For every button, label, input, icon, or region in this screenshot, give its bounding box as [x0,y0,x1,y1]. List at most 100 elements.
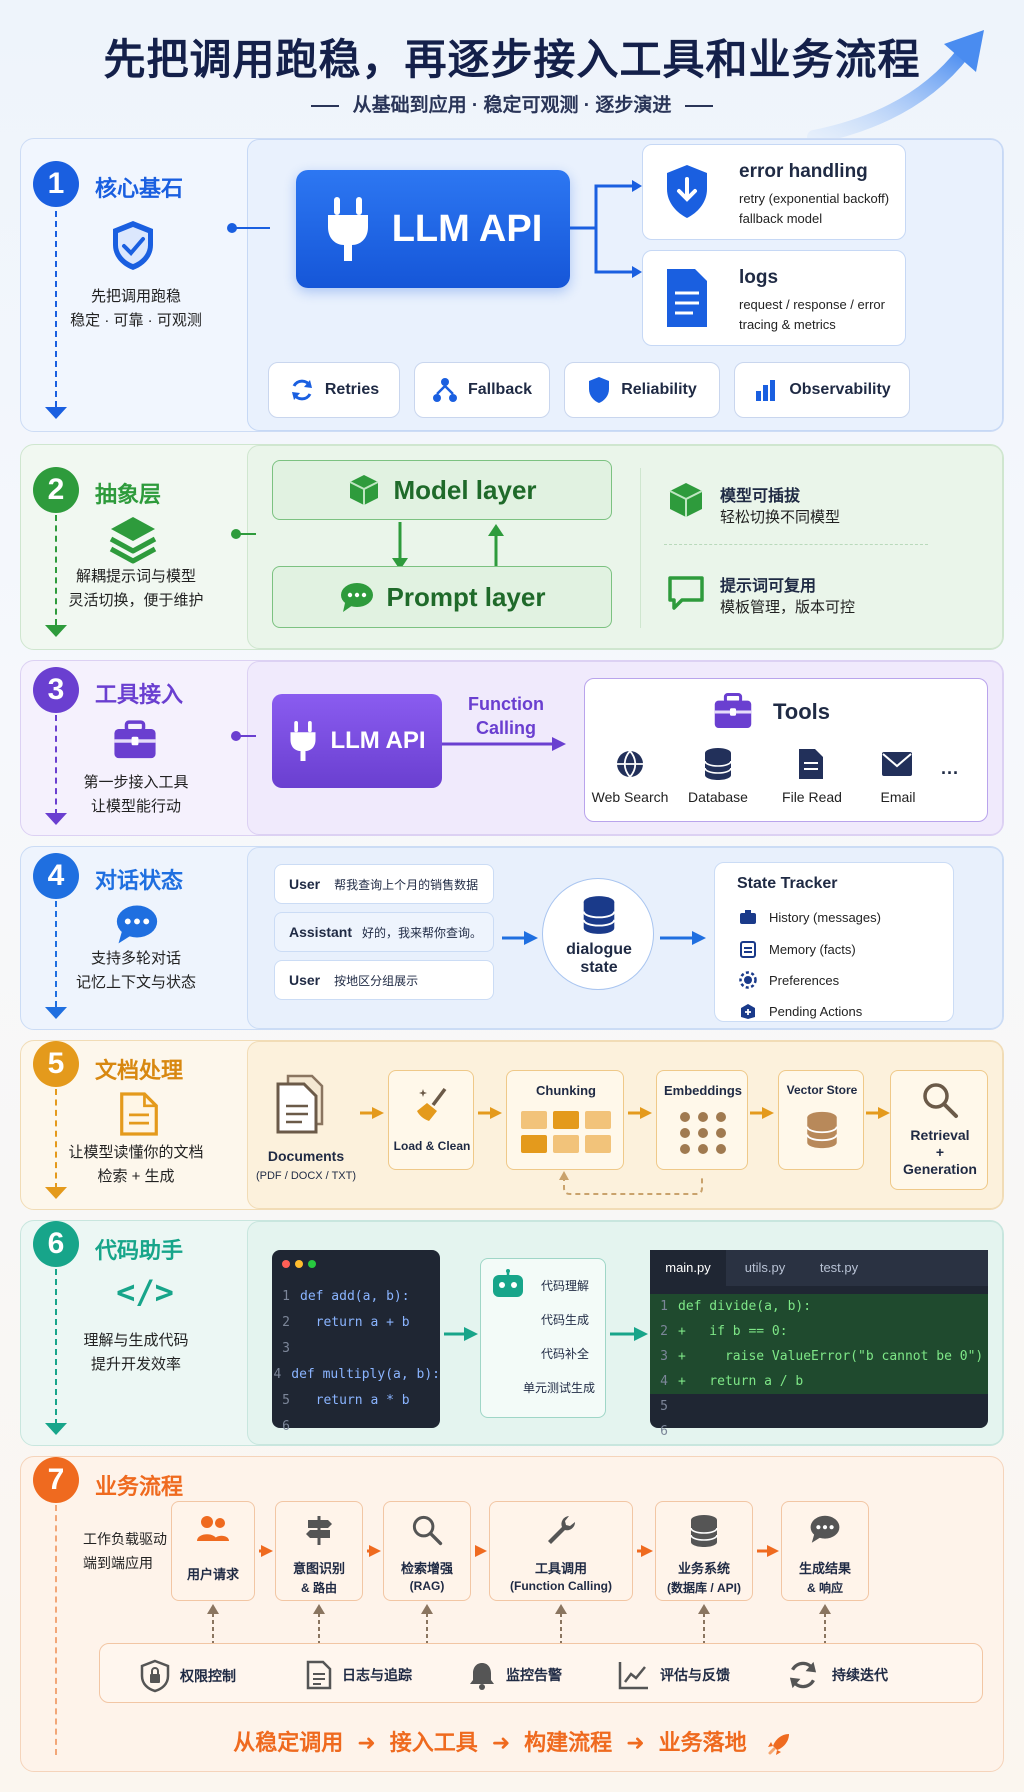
code-line: 6 [660,1424,668,1439]
llm-api-block[interactable]: LLM API [296,170,570,288]
section-number: 4 [33,853,79,899]
flow-step-sublabel: (数据库 / API) [667,1581,741,1595]
model-layer-box[interactable]: Model layer [272,460,612,520]
tools-more[interactable]: ··· [941,763,959,783]
message-row[interactable]: User 帮我查询上个月的销售数据 [274,864,494,904]
section-title: 业务流程 [95,1474,184,1499]
code-brackets-icon: </> [116,1273,174,1311]
section-number: 3 [33,667,79,713]
state-tracker-title: State Tracker [737,875,838,892]
section-desc-1: 工作负载驱动 [83,1531,167,1547]
vector-store-card[interactable]: Vector Store [778,1070,864,1170]
section-title: 工具接入 [95,682,184,707]
tool-web-search[interactable]: Web Search [591,789,669,805]
section-business: 7 业务流程 工作负载驱动端到端应用 用户请求意图识别& 路由检索增强(RAG)… [20,1456,1004,1772]
bar-item-evaluation[interactable]: 评估与反馈 [618,1660,730,1690]
signpost-icon [276,1514,362,1550]
flow-step[interactable]: 业务系统 (数据库 / API) [655,1501,753,1601]
window-dots [282,1260,316,1268]
tab-test[interactable]: test.py [819,1260,859,1275]
arrow-right [475,1545,487,1557]
message-row[interactable]: Assistant 好的，我来帮你查询。 [274,912,494,952]
preferences-icon [739,971,757,989]
flow-step-label: 业务系统 [677,1561,730,1576]
arrow-right [660,931,706,945]
tool-database[interactable]: Database [688,789,748,805]
pill-observability[interactable]: Observability [734,362,910,418]
documents-formats: (PDF / DOCX / TXT) [255,1170,357,1182]
llm-api-purple-block[interactable]: LLM API [272,694,442,788]
pill-reliability[interactable]: Reliability [564,362,720,418]
tab-main[interactable]: main.py [650,1250,726,1286]
error-title: error handling [739,161,868,182]
section-number: 1 [33,161,79,207]
arrow-right [367,1545,381,1557]
code-line: 4+ return a / b [650,1369,988,1394]
section-documents: 5 文档处理 让模型读懂你的文档检索 + 生成 Documents (PDF /… [20,1040,1004,1210]
refresh-icon [789,1661,817,1689]
bar-item-alerting[interactable]: 监控告警 [468,1660,562,1690]
bar-item-permission[interactable]: 权限控制 [140,1659,236,1693]
prompt-layer-box[interactable]: Prompt layer [272,566,612,628]
broom-icon [417,1087,447,1121]
flow-step[interactable]: 工具调用(Function Calling) [489,1501,633,1601]
error-handling-card[interactable]: error handling retry (exponential backof… [642,144,906,240]
documents-stack-icon [276,1074,324,1134]
code-line: 2+ if b == 0: [650,1319,988,1344]
bar-item-logging[interactable]: 日志与追踪 [306,1660,412,1690]
bell-icon [470,1663,494,1690]
memory-icon [740,941,756,958]
dashed-up-arrow [207,1604,219,1643]
tool-email[interactable]: Email [880,789,916,805]
section-desc-2: 提升开发效率 [90,1356,181,1373]
flow-step[interactable]: 检索增强 (RAG) [383,1501,471,1601]
section-desc-2: 灵活切换，便于维护 [68,592,204,609]
embeddings-card[interactable]: Embeddings [656,1070,748,1170]
logs-title: logs [739,267,779,288]
chat-bubble-icon [116,905,158,944]
database-icon [806,1111,838,1149]
skill-item: 单元测试生成 [522,1381,595,1395]
flow-step-label: 检索增强 [400,1561,453,1576]
bar-item-iteration[interactable]: 持续迭代 [786,1658,888,1692]
pill-retries[interactable]: Retries [268,362,400,418]
section-number: 5 [33,1041,79,1087]
section-desc-1: 第一步接入工具 [83,774,189,791]
skill-item: 代码补全 [540,1347,589,1361]
tracker-item: History (messages) [739,909,881,925]
section-desc-2: 端到端应用 [83,1555,153,1571]
pill-fallback[interactable]: Fallback [414,362,550,418]
logs-line-2: tracing & metrics [739,317,836,332]
toolbox-icon [114,720,156,759]
cube-plugin-icon [669,483,703,517]
state-tracker-panel[interactable]: State Tracker History (messages) Memory … [714,862,954,1022]
tool-file-read[interactable]: File Read [782,789,842,805]
flow-step-sublabel: (RAG) [409,1579,445,1593]
message-row[interactable]: User 按地区分组展示 [274,960,494,1000]
tab-utils[interactable]: utils.py [744,1260,786,1275]
flow-step[interactable]: 生成结果& 响应 [781,1501,869,1601]
tools-panel[interactable]: Tools Web Search Database File Read Emai… [584,678,988,822]
flow-step[interactable]: 意图识别& 路由 [275,1501,363,1601]
section-desc-2: 让模型能行动 [90,798,181,815]
plug-icon [290,721,316,761]
logs-card[interactable]: logs request / response / error tracing … [642,250,906,346]
skill-item: 代码生成 [540,1313,589,1327]
chunking-card[interactable]: Chunking [506,1070,624,1170]
connector-dot [231,529,256,539]
load-clean-card[interactable]: Load & Clean [388,1070,474,1170]
arrow-right [628,1107,652,1119]
code-line: 3+ raise ValueError("b cannot be 0") [650,1344,988,1369]
code-assistant-panel[interactable]: 代码理解 代码生成 代码补全 单元测试生成 [480,1258,606,1418]
flow-step[interactable]: 用户请求 [171,1501,255,1601]
retrieval-generation-card[interactable]: Retrieval+Generation [890,1070,988,1190]
section-desc-2: 稳定 · 可靠 · 可观测 [70,312,202,329]
arrow-right [444,1327,478,1341]
code-line: 6 [282,1419,290,1434]
pending-box-icon [741,1004,755,1019]
